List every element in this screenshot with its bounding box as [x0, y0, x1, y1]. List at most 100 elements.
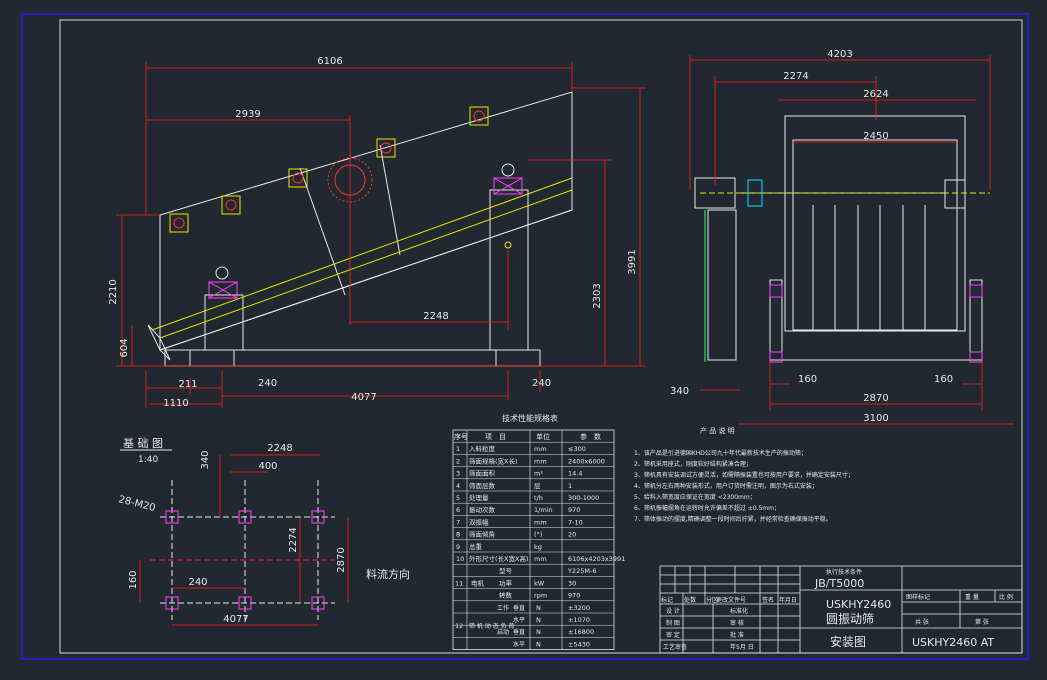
note-item: 2、筛机采用座式，刚度较好结构紧凑合理； [634, 460, 752, 468]
tb-design: 设 计 [666, 607, 680, 615]
dim-2870: 2870 [863, 393, 888, 404]
note-item: 4、筛机分左右两种安装形式，用户订货时需注明，图示为右式安装； [634, 482, 818, 490]
spec-row-value: 20 [568, 531, 576, 539]
spec-row-value: 6106x4203x3991 [568, 555, 625, 563]
fdim-2248: 2248 [267, 443, 292, 454]
dim-2248: 2248 [423, 311, 448, 322]
dim-2939: 2939 [235, 109, 260, 120]
dim-2303: 2303 [592, 283, 603, 308]
foundation-scale: 1:40 [138, 455, 158, 465]
spec-row-no: 8 [456, 531, 460, 539]
spec-row-value: ≤300 [568, 445, 586, 453]
spec-load-unit: N [536, 628, 541, 636]
dim-340-end: 340 [670, 386, 689, 397]
dim-3100: 3100 [863, 413, 888, 424]
tb-code: USKHY2460 AT [912, 636, 994, 649]
tb-sheet: 第 张 [975, 618, 989, 626]
end-view-box [784, 115, 966, 332]
end-support-left [707, 209, 737, 361]
spec-motor-value: Y225M-6 [567, 567, 596, 575]
fdim-400: 400 [258, 461, 277, 472]
bolt-pads [169, 106, 489, 233]
dim-4077: 4077 [351, 392, 376, 403]
spec-row-item: 筛面规格(宽X长) [469, 456, 518, 465]
spec-load-direction: 垂直 [513, 628, 525, 636]
spec-table-title: 技术性能规格表 [502, 413, 558, 423]
tb-review: 审 定 [666, 631, 680, 639]
note-item: 6、筛机振幅摆角在运转时允许偏差不超过 ±0.5mm； [634, 504, 780, 512]
spec-motor-unit: rpm [534, 592, 547, 600]
spec-row-item: 筛面倾角 [469, 530, 495, 539]
tb-mark: 标记 [661, 596, 673, 604]
dim-1110: 1110 [163, 398, 188, 409]
tb-date: 年5月 日 [730, 643, 754, 651]
discharge-chute [147, 324, 171, 361]
spec-row-no: 6 [456, 506, 460, 514]
spec-row-item: 外形尺寸(长X宽X高) [469, 554, 528, 563]
dim-2450: 2450 [863, 131, 888, 142]
note-item: 5、给料入筛宽度应保证在宽度 <2300mm； [634, 493, 756, 501]
spec-row-value: 300-1000 [568, 494, 599, 502]
support-left [204, 294, 244, 351]
dim-3991: 3991 [627, 249, 638, 274]
spec-row-no: 9 [456, 543, 460, 551]
bolt-spec: 28-M20 [117, 494, 156, 514]
spec-row-no: 4 [456, 482, 460, 490]
spec-row-unit: kg [534, 543, 542, 551]
fdim-2870: 2870 [336, 547, 347, 572]
product-notes: 1、该产品是引进德国KHD公司九十年代最新技术生产的振动筛； 2、筛机采用座式，刚… [634, 449, 854, 523]
tb-date-col: 年月日 [779, 596, 797, 604]
tb-qty: 处数 [684, 596, 696, 604]
inner-frame [59, 19, 1023, 654]
tb-check: 审 核 [730, 619, 744, 627]
spec-row-unit: mm [534, 555, 547, 563]
spec-load-no: 12 [455, 622, 463, 630]
note-item: 1、该产品是引进德国KHD公司九十年代最新技术生产的振动筛； [634, 449, 807, 457]
tb-approve: 批 准 [730, 631, 744, 639]
dim-6106: 6106 [317, 56, 342, 67]
spec-table-header: 序号 [454, 432, 468, 441]
end-view-dimensions [689, 55, 1014, 425]
spec-load-mode: 工作 [497, 604, 509, 612]
spec-table-header: 参 数 [580, 432, 601, 441]
tb-std: 标准化 [730, 607, 748, 615]
spec-load-value: ±5430 [568, 640, 590, 648]
fdim-2274: 2274 [288, 527, 299, 552]
foundation-plan [150, 480, 335, 620]
spec-row-unit: m² [534, 470, 543, 478]
tb-weight: 重 量 [965, 593, 979, 601]
spec-row-value: 7-10 [568, 518, 583, 526]
tb-doc: 更改文件号 [716, 596, 746, 604]
note-item: 7、筛体振动的摆度,精确调整一段时间后拧紧，并经常检查确保振动平稳。 [634, 515, 832, 523]
fdim-340: 340 [200, 450, 211, 469]
spec-row-unit: t/h [534, 494, 543, 502]
spec-row-item: 入料粒度 [469, 444, 496, 453]
fdim-4077: 4077 [223, 614, 248, 625]
flow-direction: 料流方向 [366, 567, 410, 581]
spec-row-value: 2400x6000 [568, 457, 605, 465]
spec-table-header: 项 目 [485, 433, 506, 441]
dim-4203: 4203 [827, 49, 852, 60]
spec-row-no: 5 [456, 494, 460, 502]
foundation-bolts [165, 510, 325, 610]
spec-row-no: 7 [456, 518, 460, 526]
screen-box-body [159, 91, 573, 351]
spec-row-value: 1 [568, 482, 572, 490]
spec-row-no: 3 [456, 470, 460, 478]
dim-211: 211 [178, 379, 197, 390]
spring-mounts [208, 163, 523, 299]
spec-load-direction: 垂直 [513, 604, 525, 612]
spec-motor-unit: kW [534, 579, 545, 587]
spec-row-unit: 1/min [534, 506, 553, 514]
tb-draw: 制 图 [666, 619, 680, 627]
spec-row-no: 10 [456, 555, 464, 563]
spec-row-unit: 层 [534, 482, 541, 490]
dim-240b: 240 [532, 378, 551, 389]
spec-load-unit: N [536, 640, 541, 648]
spec-load-direction: 水平 [513, 640, 525, 648]
spec-row-item: 振动次数 [469, 505, 496, 514]
note-item: 3、筛机具有安装调试方便灵活，如需隔振装置也可按用户要求，并确定安装尺寸； [634, 471, 854, 479]
tb-standard-label: 执行技术条件 [826, 568, 862, 576]
spec-load-direction: 水平 [513, 616, 525, 624]
